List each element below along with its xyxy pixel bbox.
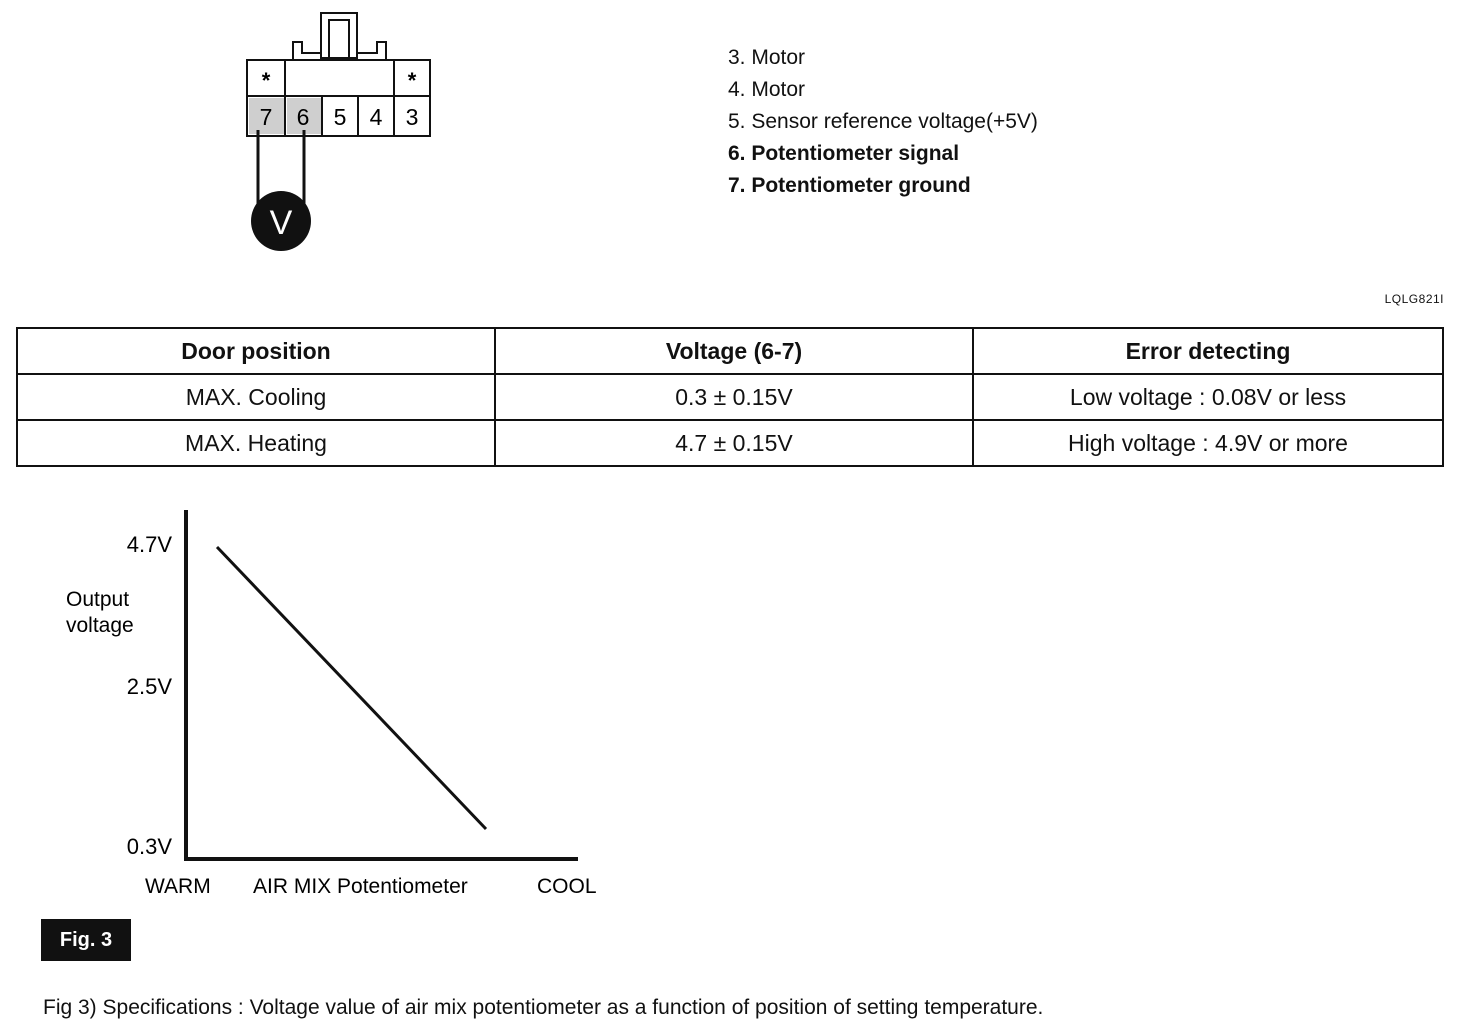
- pin-description-item: 4. Motor: [728, 78, 806, 101]
- pin-description-item: 6. Potentiometer signal: [728, 142, 960, 165]
- voltage-chart: 4.7V 2.5V 0.3V Output voltage WARM AIR M…: [66, 510, 597, 898]
- cell-error-detecting: Low voltage : 0.08V or less: [972, 373, 1444, 421]
- connector-tab-right: [357, 41, 394, 61]
- connector-body: [246, 59, 431, 137]
- y-tick-label: 4.7V: [127, 532, 173, 557]
- spec-table: Door position Voltage (6-7) Error detect…: [16, 327, 1444, 467]
- pin-7-label: 7: [260, 104, 273, 130]
- x-axis-label: AIR MIX Potentiometer: [253, 875, 468, 898]
- figure-caption: Fig 3) Specifications : Voltage value of…: [43, 996, 1044, 1019]
- table-row: MAX. Cooling 0.3 ± 0.15V Low voltage : 0…: [16, 373, 1444, 421]
- figure-label: Fig. 3: [41, 919, 131, 961]
- table-header-row: Door position Voltage (6-7) Error detect…: [16, 327, 1444, 375]
- pin-6-shade: [287, 98, 321, 134]
- pin-5-label: 5: [334, 104, 347, 130]
- header-error-detecting: Error detecting: [972, 327, 1444, 375]
- pin-description-item: 7. Potentiometer ground: [728, 174, 971, 197]
- pin-7-shade: [249, 98, 284, 134]
- pin-6-label: 6: [297, 104, 310, 130]
- cell-voltage: 0.3 ± 0.15V: [494, 373, 974, 421]
- y-axis-label-line1: Output: [66, 588, 129, 611]
- connector-latch-inner: [328, 19, 350, 59]
- cell-error-detecting: High voltage : 4.9V or more: [972, 419, 1444, 467]
- connector-tab-left: [285, 41, 321, 61]
- y-tick-label: 0.3V: [127, 834, 173, 859]
- header-door-position: Door position: [16, 327, 496, 375]
- y-tick-label: 2.5V: [127, 674, 173, 699]
- voltmeter-icon: [251, 191, 311, 251]
- pin-3-label: 3: [406, 104, 419, 130]
- voltmeter-symbol: V: [270, 204, 293, 242]
- marker-left: *: [262, 68, 271, 93]
- cell-voltage: 4.7 ± 0.15V: [494, 419, 974, 467]
- x-end-label: COOL: [537, 875, 597, 898]
- pin-description-item: 3. Motor: [728, 46, 806, 69]
- cell-door-position: MAX. Heating: [16, 419, 496, 467]
- connector-diagram: * * 7 6 5 4 3 V: [246, 12, 431, 251]
- cell-door-position: MAX. Cooling: [16, 373, 496, 421]
- y-axis-label-line2: voltage: [66, 614, 134, 637]
- series-line: [215, 545, 488, 831]
- table-row: MAX. Heating 4.7 ± 0.15V High voltage : …: [16, 419, 1444, 467]
- header-voltage: Voltage (6-7): [494, 327, 974, 375]
- pin-4-label: 4: [370, 104, 383, 130]
- image-code: LQLG821I: [1384, 292, 1444, 306]
- marker-right: *: [408, 68, 417, 93]
- x-start-label: WARM: [145, 875, 211, 898]
- pin-description-list: 3. Motor 4. Motor 5. Sensor reference vo…: [728, 42, 1038, 202]
- pin-description-item: 5. Sensor reference voltage(+5V): [728, 110, 1038, 133]
